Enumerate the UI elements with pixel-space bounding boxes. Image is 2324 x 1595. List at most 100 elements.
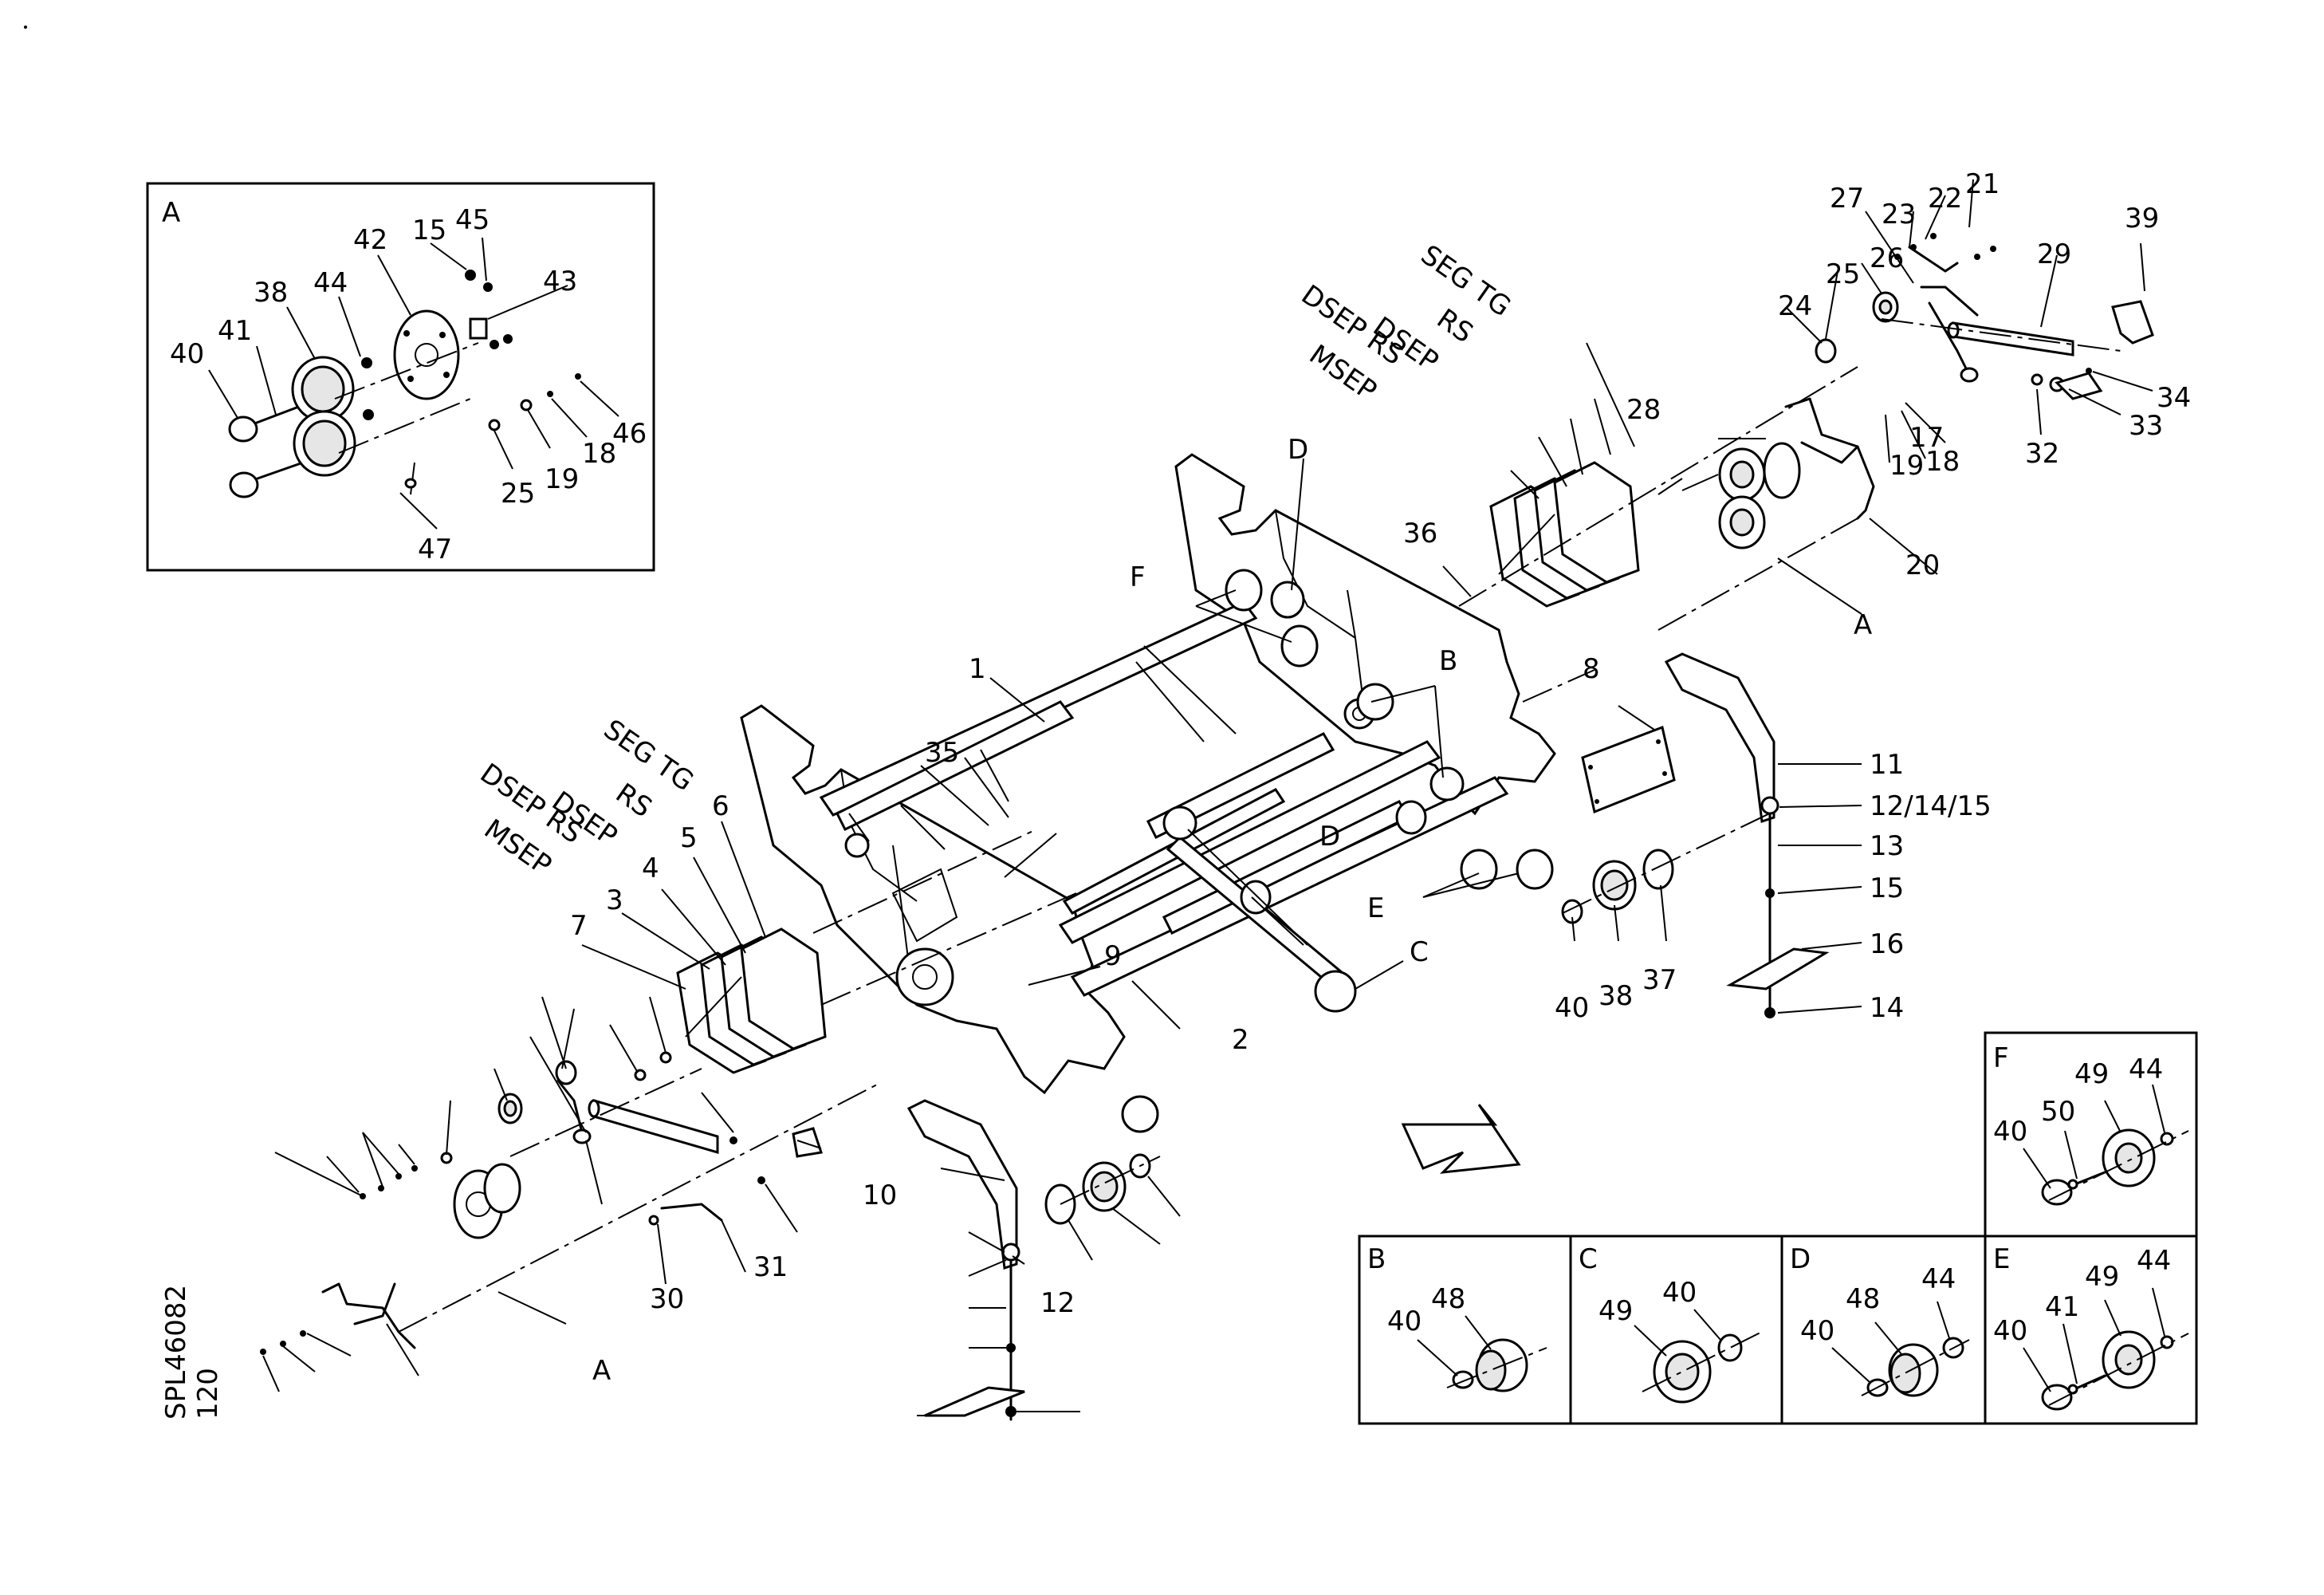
callout: 31 <box>753 1251 788 1283</box>
callout: 43 <box>543 266 577 297</box>
callout: 19 <box>545 463 579 495</box>
callout: 40 <box>1800 1315 1834 1347</box>
callout: 21 <box>1965 168 2000 200</box>
cover-plate-8 <box>1581 725 1676 814</box>
callout: 30 <box>650 1283 684 1315</box>
detail-a-artwork <box>228 270 581 498</box>
callout: 10 <box>863 1180 897 1211</box>
callout: 41 <box>218 315 252 347</box>
callout: 2 <box>1232 1024 1249 1056</box>
rear-separator-stack <box>1489 461 1640 608</box>
callout: 3 <box>606 884 623 916</box>
callout: 9 <box>1104 940 1122 972</box>
callout: 25 <box>1826 258 1860 290</box>
stack-label: SEG TG <box>1415 239 1516 324</box>
center-lines <box>398 318 2121 1333</box>
callout: 40 <box>1387 1306 1422 1337</box>
callout: 44 <box>2137 1245 2171 1277</box>
bracket-10 <box>906 1099 1018 1270</box>
detail-view-a-frame <box>146 182 655 572</box>
callout: 22 <box>1928 183 1962 215</box>
section-marker: D <box>1288 434 1308 466</box>
section-marker: A <box>592 1355 611 1387</box>
callout: 32 <box>2025 438 2059 470</box>
callout: 38 <box>254 277 288 309</box>
callout: 14 <box>1870 992 1904 1024</box>
callout: 42 <box>353 224 387 256</box>
callout: 41 <box>2045 1291 2079 1323</box>
stack-label: SEG TG <box>598 714 699 798</box>
detail-view-f-title: F <box>1993 1042 2009 1074</box>
direction-arrow <box>1401 1104 1521 1174</box>
callout: 4 <box>642 853 659 884</box>
callout: 18 <box>1925 446 1960 478</box>
callout: 28 <box>1626 394 1661 426</box>
callout: 8 <box>1583 653 1600 685</box>
callout: 12 <box>1040 1287 1075 1319</box>
main-leaders <box>262 179 2153 1416</box>
callout: 48 <box>1431 1283 1465 1315</box>
front-stack-labels: SEG TG RS DSEP DSEP RS MSEP <box>474 714 699 882</box>
drawing-code: SPL46082 <box>160 1285 192 1420</box>
page-number: 120 <box>192 1368 224 1420</box>
detail-view-e: E 40 41 49 44 <box>1984 1235 2198 1425</box>
callout: 6 <box>712 790 729 822</box>
detail-a-callouts: 40 41 38 44 42 15 45 43 25 19 18 46 47 <box>170 204 647 565</box>
callout: 40 <box>170 338 204 370</box>
detail-view-f: F 40 50 49 44 <box>1984 1031 2198 1238</box>
callout: 33 <box>2129 410 2163 442</box>
rollers <box>844 569 1554 1133</box>
stack-label: RS <box>610 778 658 825</box>
callout: 23 <box>1882 199 1916 230</box>
section-markers: A A B C D D E F <box>592 434 1872 1387</box>
rear-stack-labels: SEG TG RS DSEP DSEP RS MSEP <box>1296 239 1516 408</box>
detail-view-b: B 40 48 <box>1358 1235 1572 1425</box>
callout: 46 <box>612 418 647 450</box>
rear-side-plate <box>1174 453 1556 816</box>
callout: 18 <box>582 438 616 470</box>
callout: 11 <box>1870 749 1904 781</box>
callout: 15 <box>412 215 446 246</box>
detail-view-c: C 49 40 <box>1569 1235 1783 1425</box>
section-marker: D <box>1319 821 1340 853</box>
callout: 19 <box>1889 450 1924 482</box>
callout: 44 <box>2129 1053 2163 1085</box>
callout: 24 <box>1778 290 1812 322</box>
callout: 1 <box>969 653 986 685</box>
callout: 7 <box>570 910 588 942</box>
detail-a-leaders <box>208 237 619 530</box>
callout: 15 <box>1870 872 1904 904</box>
section-marker: F <box>1130 561 1146 593</box>
callout: 36 <box>1403 518 1437 549</box>
callout: 12/14/15 <box>1870 790 1992 822</box>
main-callouts: 1 2 3 4 5 6 7 8 9 10 11 12 12/14/15 13 1… <box>570 168 2191 1319</box>
callout: 49 <box>1598 1295 1633 1327</box>
callout: 40 <box>1993 1315 2027 1347</box>
callout: 37 <box>1642 964 1677 996</box>
callout: 20 <box>1905 549 1940 581</box>
callout: 39 <box>2125 203 2159 234</box>
callout: 38 <box>1598 980 1633 1012</box>
callout: 25 <box>501 478 535 510</box>
detail-view-e-title: E <box>1993 1243 2010 1275</box>
detail-view-d: D 40 48 44 <box>1780 1235 1987 1425</box>
detail-view-a-title: A <box>162 197 180 229</box>
rear-drive <box>1718 233 2154 549</box>
section-marker: B <box>1439 645 1457 677</box>
callout: 40 <box>1662 1277 1697 1309</box>
front-separator-stack <box>676 927 827 1074</box>
section-marker: E <box>1367 892 1384 924</box>
stack-label: RS <box>1431 303 1479 350</box>
detail-view-a: A <box>146 182 655 572</box>
section-marker: C <box>1410 936 1429 968</box>
callout: 45 <box>455 204 490 236</box>
section-marker: A <box>1854 609 1872 641</box>
callout: 35 <box>925 737 959 769</box>
callout: 50 <box>2041 1096 2075 1128</box>
main-assembly: 1 2 3 4 5 6 7 8 9 10 11 12 12/14/15 13 1… <box>260 168 2191 1421</box>
callout: 49 <box>2085 1261 2119 1293</box>
corner-dot <box>24 26 27 29</box>
callout: 16 <box>1870 928 1904 960</box>
callout: 44 <box>313 267 348 299</box>
callout: 27 <box>1830 183 1864 215</box>
